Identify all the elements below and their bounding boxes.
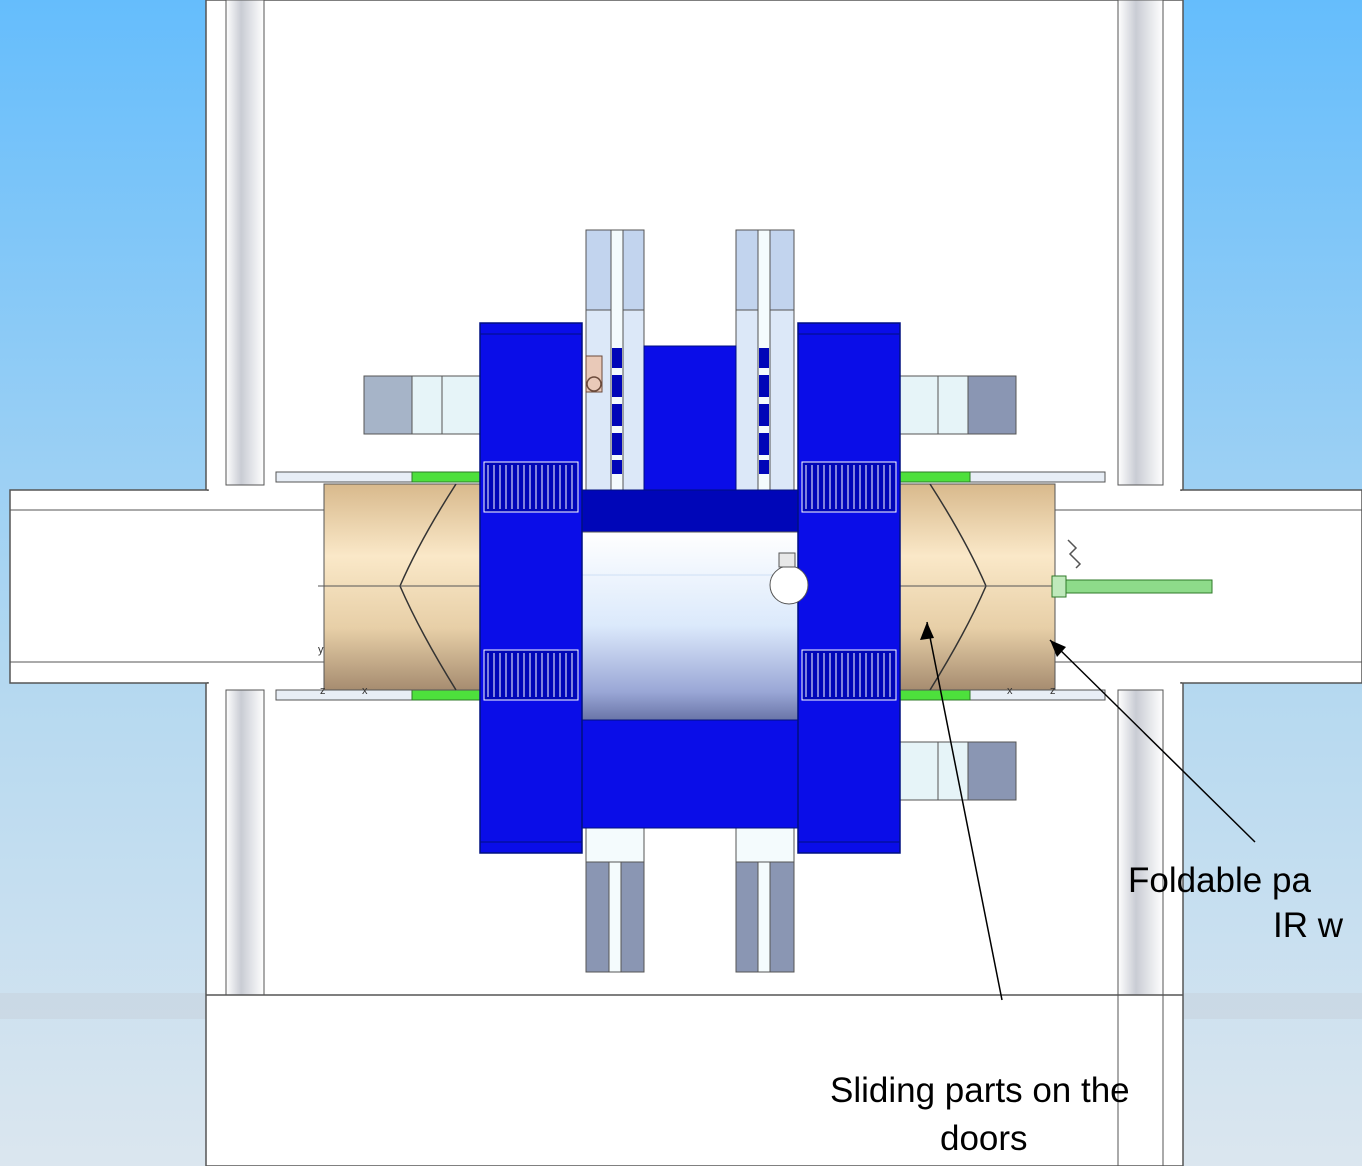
green-support-bottom-right xyxy=(899,689,971,701)
coil-block xyxy=(483,461,579,513)
left-lower-rail xyxy=(225,689,265,996)
foldable-parts-label-line2: IR w xyxy=(1273,906,1343,945)
sliding-parts-arrow xyxy=(920,621,1003,1001)
left-foldable-cryostat xyxy=(323,483,485,691)
green-beam-pipe xyxy=(1051,575,1213,598)
right-foldable-cryostat xyxy=(899,483,1056,691)
green-support-top-right xyxy=(899,471,971,483)
sliding-parts-label-line2: doors xyxy=(940,1119,1028,1158)
left-upper-rail xyxy=(225,0,265,486)
green-support-top-left xyxy=(411,471,483,483)
coil-block xyxy=(483,649,579,701)
left-blue-door xyxy=(479,322,583,854)
foldable-parts-arrow xyxy=(1049,639,1256,843)
bottom-columns xyxy=(585,827,795,973)
sliding-parts-label-line1: Sliding parts on the xyxy=(830,1071,1130,1110)
axis-mark-z-right: z xyxy=(1050,685,1056,697)
central-yoke xyxy=(581,345,799,829)
hall-left-tunnel xyxy=(9,489,209,684)
small-fitting-right xyxy=(1067,539,1082,569)
column-segments xyxy=(612,348,769,474)
axis-mark-y-left: y xyxy=(318,644,324,656)
axis-mark-x-left: x xyxy=(362,685,368,697)
axis-mark-z-left: z xyxy=(320,685,326,697)
right-blue-door xyxy=(797,322,901,854)
door-support-plates xyxy=(275,471,1106,701)
right-upper-rail xyxy=(1117,0,1164,486)
coil-block xyxy=(801,649,897,701)
axis-mark-x-right: x xyxy=(1007,685,1013,697)
side-blocks xyxy=(363,375,1017,801)
green-support-bottom-left xyxy=(411,689,483,701)
foldable-parts-label-line1: Foldable pa xyxy=(1128,861,1311,900)
coil-block xyxy=(801,461,897,513)
small-fitting-top-left xyxy=(585,355,603,393)
beam-pipe-port xyxy=(769,565,809,605)
right-lower-rail xyxy=(1117,689,1164,996)
